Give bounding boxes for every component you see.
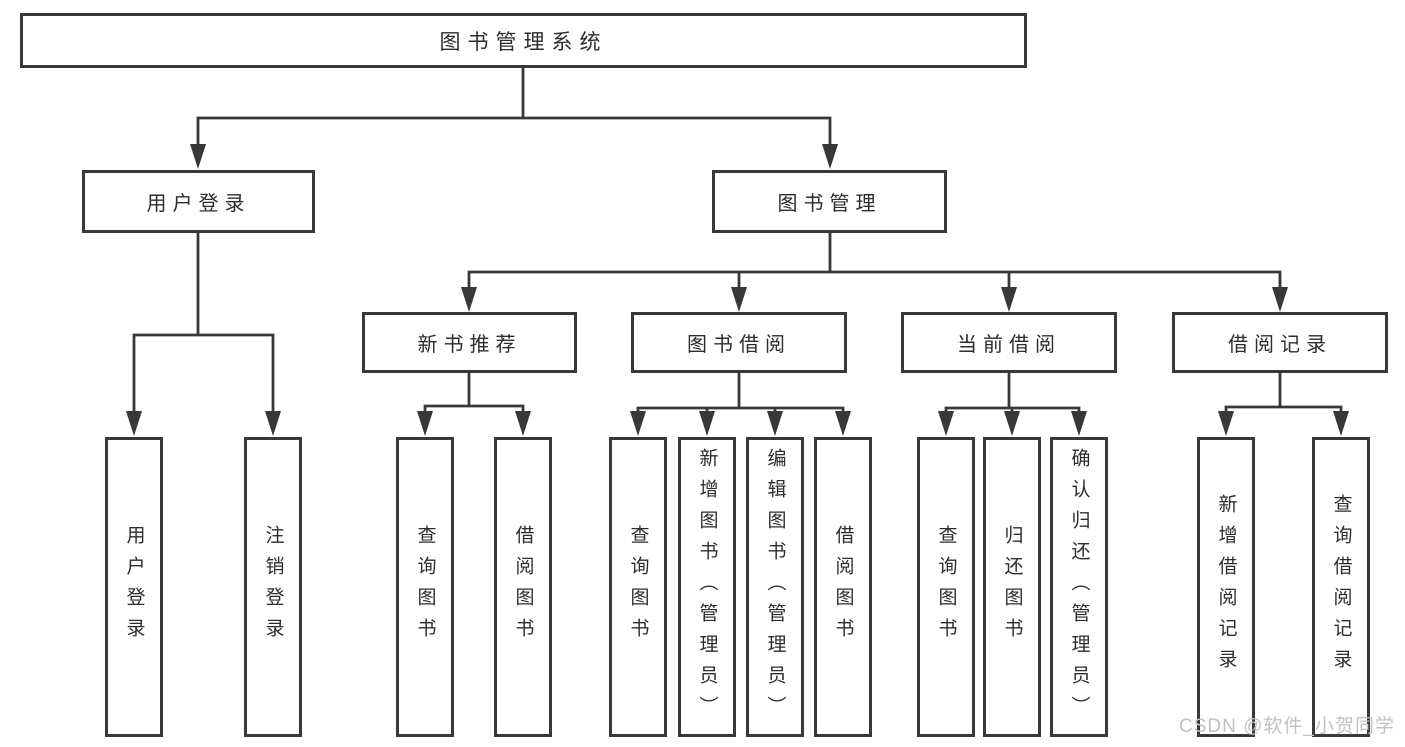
node-user-login: 用户登录 bbox=[82, 170, 315, 233]
node-leaf-query-books-3-label: 查询图书 bbox=[935, 525, 957, 649]
node-leaf-logout: 注销登录 bbox=[244, 437, 302, 737]
node-leaf-edit-books-admin: 编辑图书（管理员） bbox=[746, 437, 804, 737]
node-leaf-query-books-2: 查询图书 bbox=[609, 437, 667, 737]
connector-root-to-level2 bbox=[190, 68, 838, 169]
connector-borrow-records-to-children bbox=[1218, 373, 1349, 436]
node-user-login-label: 用户登录 bbox=[146, 193, 251, 215]
node-leaf-confirm-return-admin: 确认归还（管理员） bbox=[1050, 437, 1108, 737]
node-root-label: 图书管理系统 bbox=[439, 30, 608, 54]
node-leaf-add-books-admin: 新增图书（管理员） bbox=[678, 437, 736, 737]
node-leaf-query-books-3: 查询图书 bbox=[917, 437, 975, 737]
node-book-borrow-label: 图书借阅 bbox=[687, 334, 791, 356]
node-leaf-query-books-1-label: 查询图书 bbox=[414, 525, 436, 649]
node-leaf-add-borrow-record: 新增借阅记录 bbox=[1197, 437, 1255, 737]
node-current-borrow: 当前借阅 bbox=[901, 312, 1117, 373]
node-leaf-user-login-label: 用户登录 bbox=[123, 525, 145, 649]
connector-book-borrow-to-children bbox=[630, 373, 851, 436]
node-leaf-query-books-2-label: 查询图书 bbox=[627, 525, 649, 649]
node-leaf-add-books-admin-label: 新增图书（管理员） bbox=[696, 447, 718, 727]
node-leaf-query-books-1: 查询图书 bbox=[396, 437, 454, 737]
connector-user-login-to-children bbox=[126, 233, 281, 436]
node-leaf-query-borrow-record-label: 查询借阅记录 bbox=[1330, 494, 1352, 680]
connector-book-mgmt-to-level3 bbox=[461, 233, 1288, 312]
connector-new-books-to-children bbox=[417, 373, 531, 436]
node-leaf-user-login: 用户登录 bbox=[105, 437, 163, 737]
node-new-books-label: 新书推荐 bbox=[417, 334, 522, 356]
node-leaf-borrow-books-2: 借阅图书 bbox=[814, 437, 872, 737]
connector-current-borrow-to-children bbox=[938, 373, 1087, 436]
node-root: 图书管理系统 bbox=[20, 13, 1027, 68]
node-book-mgmt: 图书管理 bbox=[712, 170, 947, 233]
csdn-watermark: CSDN @软件_小贺同学 bbox=[1179, 716, 1395, 737]
node-leaf-add-borrow-record-label: 新增借阅记录 bbox=[1215, 494, 1237, 680]
node-leaf-confirm-return-admin-label: 确认归还（管理员） bbox=[1068, 447, 1090, 727]
node-book-mgmt-label: 图书管理 bbox=[777, 193, 882, 215]
node-borrow-records: 借阅记录 bbox=[1172, 312, 1388, 373]
node-new-books: 新书推荐 bbox=[362, 312, 577, 373]
node-leaf-borrow-books-1: 借阅图书 bbox=[494, 437, 552, 737]
node-leaf-query-borrow-record: 查询借阅记录 bbox=[1312, 437, 1370, 737]
node-borrow-records-label: 借阅记录 bbox=[1228, 334, 1332, 356]
node-leaf-borrow-books-1-label: 借阅图书 bbox=[512, 525, 534, 649]
node-leaf-edit-books-admin-label: 编辑图书（管理员） bbox=[764, 447, 786, 727]
node-current-borrow-label: 当前借阅 bbox=[957, 334, 1061, 356]
node-book-borrow: 图书借阅 bbox=[631, 312, 847, 373]
node-leaf-borrow-books-2-label: 借阅图书 bbox=[832, 525, 854, 649]
node-leaf-logout-label: 注销登录 bbox=[262, 525, 284, 649]
node-leaf-return-books: 归还图书 bbox=[983, 437, 1041, 737]
node-leaf-return-books-label: 归还图书 bbox=[1001, 525, 1023, 649]
